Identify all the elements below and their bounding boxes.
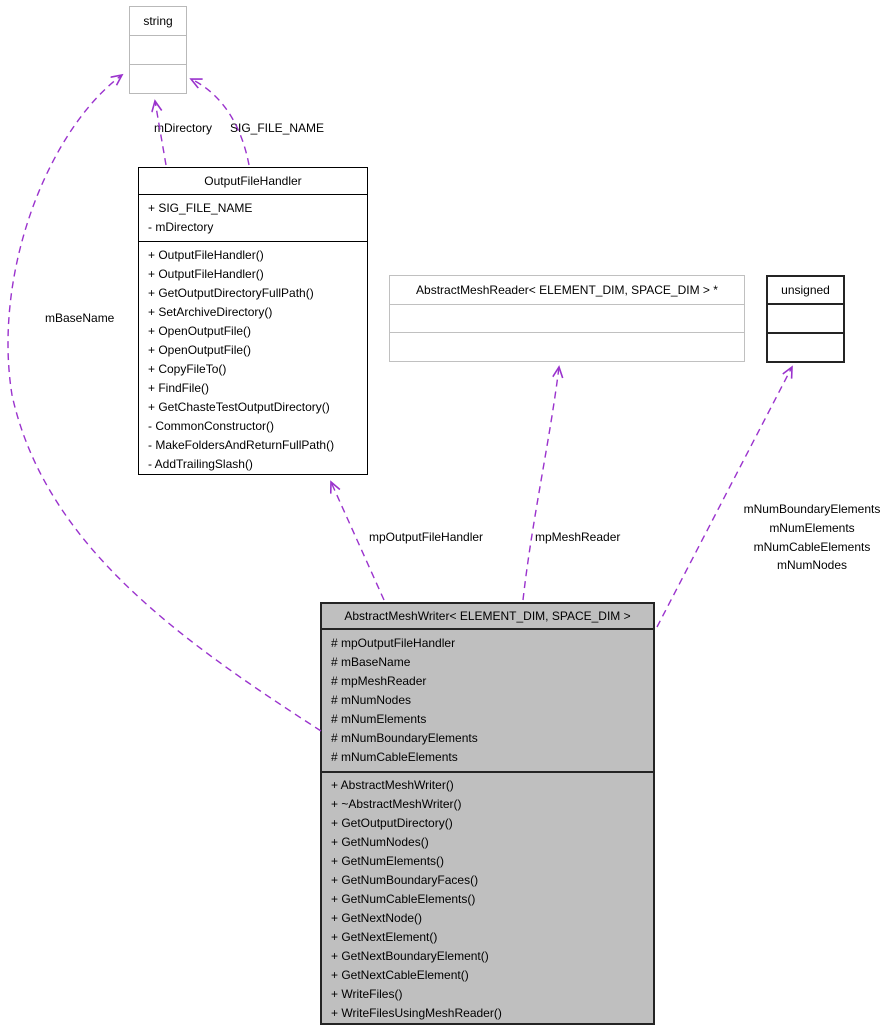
abstract-mesh-writer-methods: + AbstractMeshWriter() + ~AbstractMeshWr… <box>322 771 653 1026</box>
method-row: + GetNextBoundaryElement() <box>331 949 489 963</box>
string-attributes-compartment-empty <box>130 35 186 64</box>
method-row: + GetOutputDirectoryFullPath() <box>148 286 314 300</box>
edge-label-mpoutputfilehandler: mpOutputFileHandler <box>369 530 484 544</box>
method-row: + GetNumElements() <box>331 854 445 868</box>
class-title-unsigned: unsigned <box>781 283 830 297</box>
unsigned-methods-compartment-empty <box>768 332 843 359</box>
attribute-row: # mpOutputFileHandler <box>331 636 456 650</box>
class-box-abstract-mesh-writer: AbstractMeshWriter< ELEMENT_DIM, SPACE_D… <box>320 602 655 1025</box>
method-row: - AddTrailingSlash() <box>148 457 253 471</box>
class-title-string: string <box>143 14 173 28</box>
method-row: + GetNumBoundaryFaces() <box>331 873 479 887</box>
edge-label-line: mNumBoundaryElements <box>743 502 881 516</box>
method-row: + OutputFileHandler() <box>148 267 264 281</box>
class-title-abstract-mesh-reader: AbstractMeshReader< ELEMENT_DIM, SPACE_D… <box>416 283 718 297</box>
method-row: + GetNextCableElement() <box>331 968 469 982</box>
attribute-row: # mBaseName <box>331 655 411 669</box>
method-row: + ~AbstractMeshWriter() <box>331 797 462 811</box>
method-row: + WriteFilesUsingMeshReader() <box>331 1006 502 1020</box>
method-row: + OutputFileHandler() <box>148 248 264 262</box>
method-row: - CommonConstructor() <box>148 419 275 433</box>
attribute-row: + SIG_FILE_NAME <box>148 201 253 215</box>
method-row: + GetNextElement() <box>331 930 438 944</box>
edge-label-mnum-members: mNumBoundaryElements mNumElements mNumCa… <box>727 500 895 575</box>
class-box-output-file-handler: OutputFileHandler + SIG_FILE_NAME - mDir… <box>138 167 368 475</box>
attribute-row: # mNumBoundaryElements <box>331 731 478 745</box>
attribute-row: # mNumCableElements <box>331 750 458 764</box>
edge-label-line: mNumNodes <box>776 558 848 573</box>
method-row: + GetNumNodes() <box>331 835 429 849</box>
attribute-row: # mNumElements <box>331 712 427 726</box>
method-row: + CopyFileTo() <box>148 362 227 376</box>
method-row: + GetNextNode() <box>331 911 423 925</box>
edge-mpmeshreader <box>522 367 559 601</box>
method-row: + OpenOutputFile() <box>148 324 252 338</box>
method-row: + OpenOutputFile() <box>148 343 252 357</box>
method-row: + SetArchiveDirectory() <box>148 305 273 319</box>
class-title-abstract-mesh-writer: AbstractMeshWriter< ELEMENT_DIM, SPACE_D… <box>344 609 631 623</box>
edge-label-mpmeshreader: mpMeshReader <box>535 530 621 544</box>
method-row: - MakeFoldersAndReturnFullPath() <box>148 438 335 452</box>
output-file-handler-attributes: + SIG_FILE_NAME - mDirectory <box>139 194 367 241</box>
method-row: + GetOutputDirectory() <box>331 816 453 830</box>
edge-mnum-members <box>656 367 792 628</box>
attribute-row: - mDirectory <box>148 220 214 234</box>
class-box-unsigned: unsigned <box>766 275 845 363</box>
method-row: + GetNumCableElements() <box>331 892 476 906</box>
class-title-output-file-handler: OutputFileHandler <box>204 174 302 188</box>
unsigned-attributes-compartment-empty <box>768 303 843 332</box>
attribute-row: # mpMeshReader <box>331 674 427 688</box>
class-box-abstract-mesh-reader: AbstractMeshReader< ELEMENT_DIM, SPACE_D… <box>389 275 745 362</box>
reader-methods-compartment-empty <box>390 332 744 360</box>
output-file-handler-methods: + OutputFileHandler() + OutputFileHandle… <box>139 241 367 478</box>
attribute-row: # mNumNodes <box>331 693 412 707</box>
method-row: + WriteFiles() <box>331 987 403 1001</box>
method-row: + GetChasteTestOutputDirectory() <box>148 400 330 414</box>
method-row: + FindFile() <box>148 381 210 395</box>
reader-attributes-compartment-empty <box>390 304 744 332</box>
edge-label-line: mNumCableElements <box>753 539 871 554</box>
abstract-mesh-writer-attributes: # mpOutputFileHandler # mBaseName # mpMe… <box>322 628 653 771</box>
edge-label-mbasename: mBaseName <box>45 311 115 325</box>
method-row: + AbstractMeshWriter() <box>331 778 454 792</box>
edge-label-sig-file-name: SIG_FILE_NAME <box>230 121 325 135</box>
class-box-string: string <box>129 6 187 94</box>
edge-label-mdirectory: mDirectory <box>154 121 213 135</box>
string-methods-compartment-empty <box>130 64 186 93</box>
edge-label-line: mNumElements <box>769 520 855 535</box>
